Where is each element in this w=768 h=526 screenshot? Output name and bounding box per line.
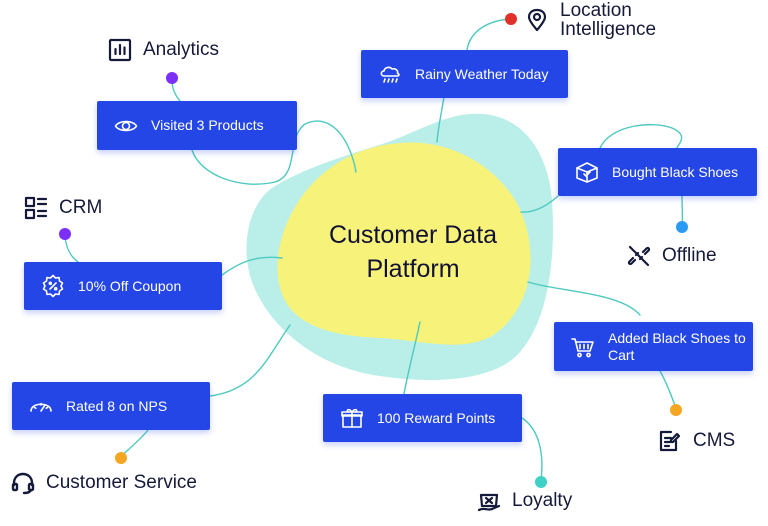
- dot-crm: [59, 228, 71, 240]
- connector-coupon: [221, 256, 283, 276]
- connector-cart: [527, 281, 641, 316]
- card-rainy-weather-label: Rainy Weather Today: [415, 65, 549, 82]
- gauge-icon: [28, 393, 54, 419]
- card-nps[interactable]: Rated 8 on NPS: [12, 382, 210, 430]
- connector-nps: [209, 324, 291, 397]
- label-cms-text: CMS: [693, 430, 736, 451]
- card-added-to-cart[interactable]: Added Black Shoes to Cart: [554, 322, 753, 371]
- label-loyalty-text: Loyalty: [512, 490, 573, 511]
- connector-location: [466, 18, 512, 51]
- label-analytics: Analytics: [107, 37, 219, 63]
- label-cms: CMS: [657, 428, 735, 454]
- label-offline-text: Offline: [662, 245, 717, 266]
- box-icon: [574, 159, 600, 185]
- label-location-intelligence: Location Intelligence: [524, 1, 656, 39]
- connector-bought: [520, 123, 683, 213]
- label-customer-service: Customer Service: [10, 470, 197, 496]
- dot-loyalty: [535, 476, 547, 488]
- blob-yellow: [277, 142, 531, 345]
- label-offline: Offline: [626, 243, 717, 269]
- shopping-cart-icon: [570, 334, 596, 360]
- label-loyalty: Loyalty: [476, 488, 572, 514]
- card-visited-products-label: Visited 3 Products: [151, 117, 264, 133]
- card-coupon-label: 10% Off Coupon: [78, 277, 182, 294]
- connector-cms: [659, 370, 677, 409]
- label-analytics-text: Analytics: [143, 39, 220, 60]
- card-bought-shoes[interactable]: Bought Black Shoes: [558, 148, 757, 196]
- connector-crm: [64, 235, 79, 263]
- card-reward-points[interactable]: 100 Reward Points: [323, 394, 522, 442]
- dot-cms: [670, 404, 682, 416]
- dot-analytics: [166, 72, 178, 84]
- dot-customer-service: [115, 452, 127, 464]
- location-pin-icon: [524, 7, 550, 33]
- eye-icon: [113, 113, 139, 139]
- card-coupon[interactable]: 10% Off Coupon: [24, 262, 222, 310]
- cms-document-icon: [657, 428, 683, 454]
- bar-chart-icon: [107, 37, 133, 63]
- connector-reward: [403, 321, 421, 395]
- connector-rainy: [436, 96, 445, 143]
- card-bought-shoes-label: Bought Black Shoes: [612, 163, 739, 180]
- gift-icon: [339, 405, 365, 431]
- dot-location: [505, 13, 517, 25]
- label-customer-service-text: Customer Service: [46, 472, 197, 493]
- label-location-line2: Intelligence: [560, 19, 657, 40]
- connector-visited: [191, 120, 357, 185]
- offline-link-icon: [626, 243, 652, 269]
- center-title: Customer Data Platform: [328, 221, 498, 283]
- card-reward-points-label: 100 Reward Points: [377, 409, 496, 426]
- connector-loyalty: [521, 417, 543, 481]
- card-rainy-weather[interactable]: Rainy Weather Today: [361, 50, 568, 98]
- discount-badge-icon: [40, 273, 66, 299]
- card-nps-label: Rated 8 on NPS: [66, 397, 168, 414]
- card-added-to-cart-label: Added Black Shoes to Cart: [608, 329, 746, 363]
- headset-icon: [10, 470, 36, 496]
- label-crm-text: CRM: [59, 197, 103, 218]
- loyalty-bag-icon: [476, 488, 502, 514]
- cloud-rain-icon: [377, 61, 403, 87]
- card-visited-products[interactable]: Visited 3 Products: [97, 101, 297, 150]
- crm-grid-icon: [23, 195, 49, 221]
- label-crm: CRM: [23, 195, 102, 221]
- dot-offline: [676, 221, 688, 233]
- label-location-line1: Location: [560, 0, 632, 21]
